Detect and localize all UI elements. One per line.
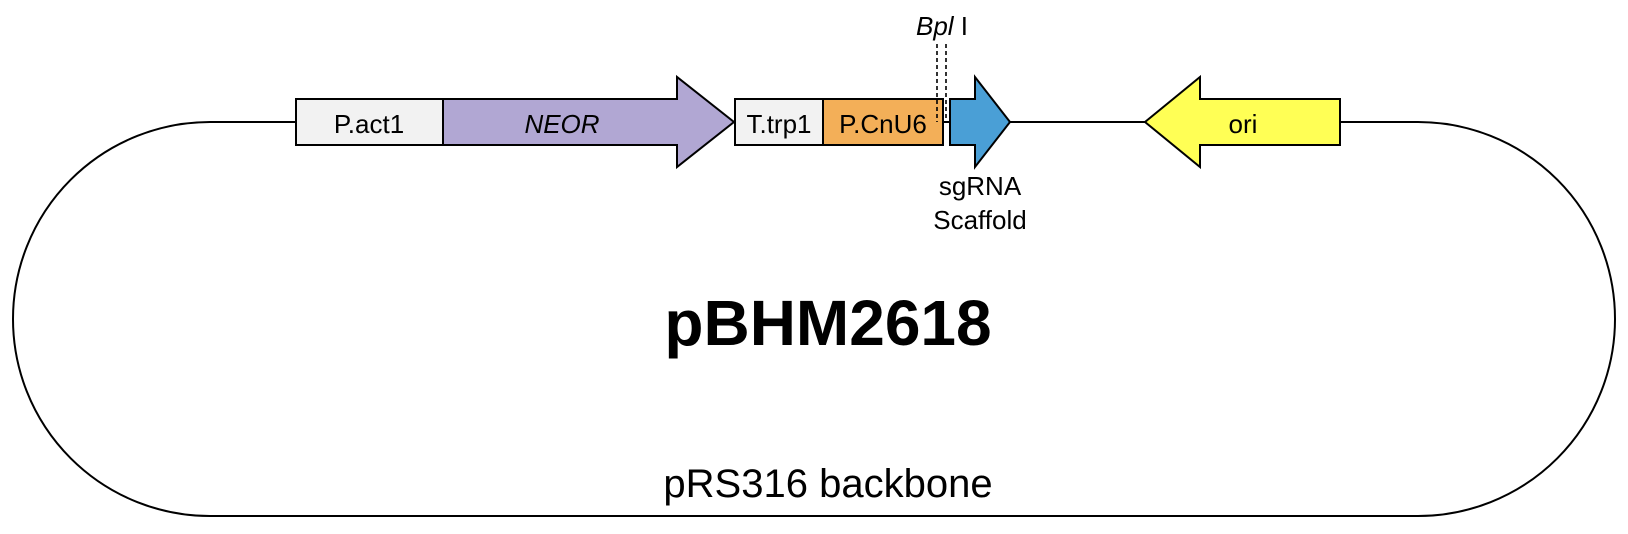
t-trp1-label: T.trp1: [746, 109, 811, 139]
bpli-site-label: Bpl I: [916, 11, 968, 41]
neor-feature: NEOR: [442, 74, 736, 170]
bpli-site-marker: Bpl I: [916, 11, 968, 122]
ori-label: ori: [1229, 109, 1258, 139]
plasmid-name: pBHM2618: [664, 287, 991, 359]
sgrna-scaffold-feature: sgRNA Scaffold: [933, 74, 1027, 235]
plasmid-backbone-loop: [12, 121, 1616, 517]
t-trp1-feature: T.trp1: [734, 98, 824, 146]
p-cnu6-label: P.CnU6: [839, 109, 927, 139]
neor-label: NEOR: [524, 109, 599, 139]
ori-feature: ori: [1143, 74, 1341, 170]
p-act1-feature: P.act1: [295, 98, 444, 146]
sgrna-label-line2: Scaffold: [933, 205, 1026, 235]
p-act1-label: P.act1: [334, 109, 404, 139]
p-cnu6-feature: P.CnU6: [822, 98, 944, 146]
backbone-label: pRS316 backbone: [663, 462, 992, 506]
sgrna-label-line1: sgRNA: [939, 171, 1022, 201]
